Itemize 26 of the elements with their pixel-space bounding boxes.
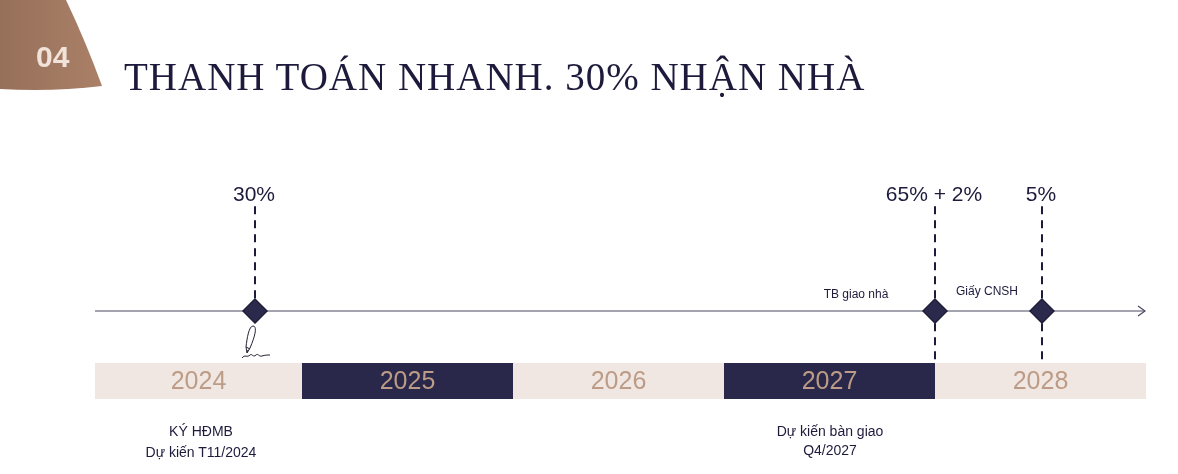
percentage-label: 30% — [233, 182, 275, 207]
year-band — [95, 363, 302, 399]
dashed-leader-line — [1041, 205, 1043, 300]
dashed-leader-line — [934, 205, 936, 300]
milestone-label: TB giao nhà — [823, 286, 889, 303]
year-band — [935, 363, 1146, 399]
event-label: Dự kiến bàn giao Q4/2027 — [775, 422, 885, 460]
dashed-leader-line — [254, 205, 256, 300]
section-number: 04 — [36, 42, 70, 72]
year-label: 2025 — [379, 367, 436, 395]
year-label: 2027 — [801, 367, 858, 395]
year-band — [302, 363, 513, 399]
year-band — [724, 363, 935, 399]
event-label: KÝ HĐMB — [169, 422, 233, 441]
milestone-diamond — [1029, 298, 1055, 324]
year-band — [513, 363, 724, 399]
event-label: Dự kiến T11/2024 — [145, 443, 257, 462]
year-label: 2028 — [1012, 367, 1069, 395]
percentage-label: 5% — [1025, 182, 1057, 207]
milestone-diamond — [922, 298, 948, 324]
milestone-label: Giấy CNSH — [956, 283, 1018, 300]
title: THANH TOÁN NHANH. 30% NHẬN NHÀ — [124, 56, 866, 99]
percentage-label: 65% + 2% — [885, 182, 983, 207]
year-label: 2024 — [170, 367, 227, 395]
milestone-diamond — [242, 298, 268, 324]
year-label: 2026 — [590, 367, 647, 395]
